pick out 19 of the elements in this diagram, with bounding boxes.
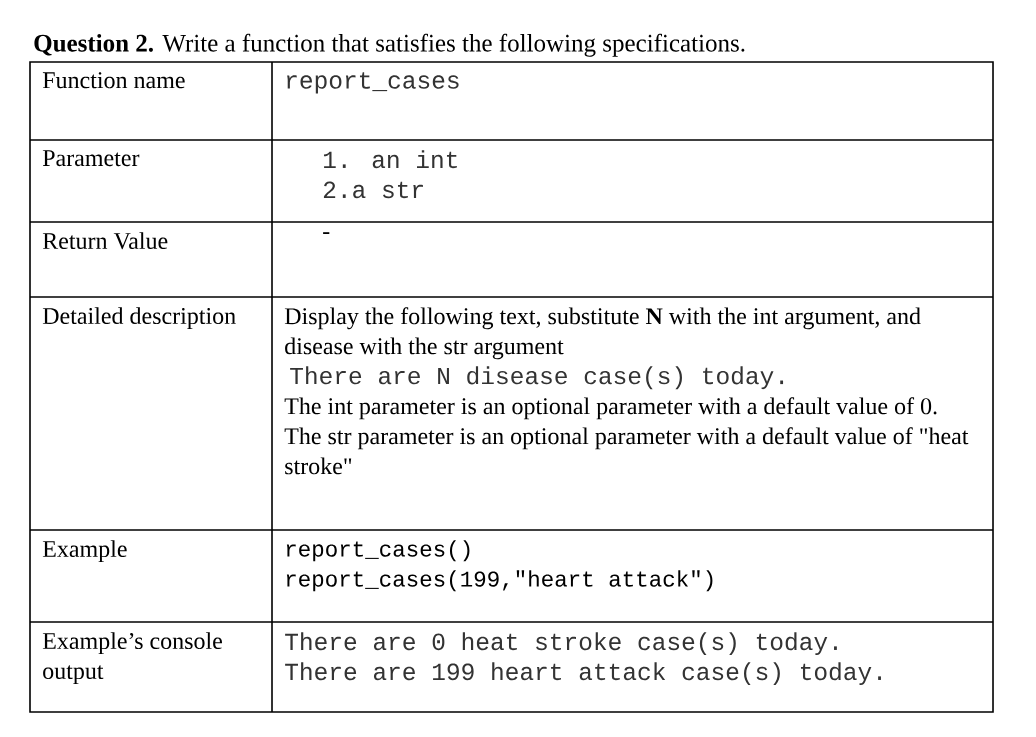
title: Question 2. Write a function that satisfies the following specifications. (34, 33, 745, 57)
header-text: Return Value (42, 232, 168, 250)
header-text: Function name (42, 72, 185, 89)
console-text: There are 0 heat stroke case(s) today. (285, 632, 837, 656)
code-text: report_cases(199,"heart attack") (286, 570, 713, 592)
description-text: The str parameter is an optional parameter with a default value of "heat stroke" (284, 427, 969, 475)
code-text: 2.a str (323, 181, 423, 199)
description-text: The int parameter is an optional parameter with a default value of 0. (284, 397, 937, 420)
header-text: Example (42, 540, 127, 562)
dash-text: - (323, 232, 330, 234)
code-text: 1. an int (324, 150, 457, 169)
header-text: Parameter (42, 150, 140, 167)
header-text: Example’s console output (42, 632, 222, 684)
description-text: Display the following text, substitute N with the int argument, and disease with the str argument (284, 307, 921, 360)
header-text: Detailed description (42, 307, 236, 329)
code-text: report_cases (287, 72, 459, 94)
description-text: There are N disease case(s) today. (290, 366, 784, 390)
console-text: There are 199 heart attack case(s) today. (285, 662, 881, 686)
code-text: report_cases() (286, 540, 470, 562)
